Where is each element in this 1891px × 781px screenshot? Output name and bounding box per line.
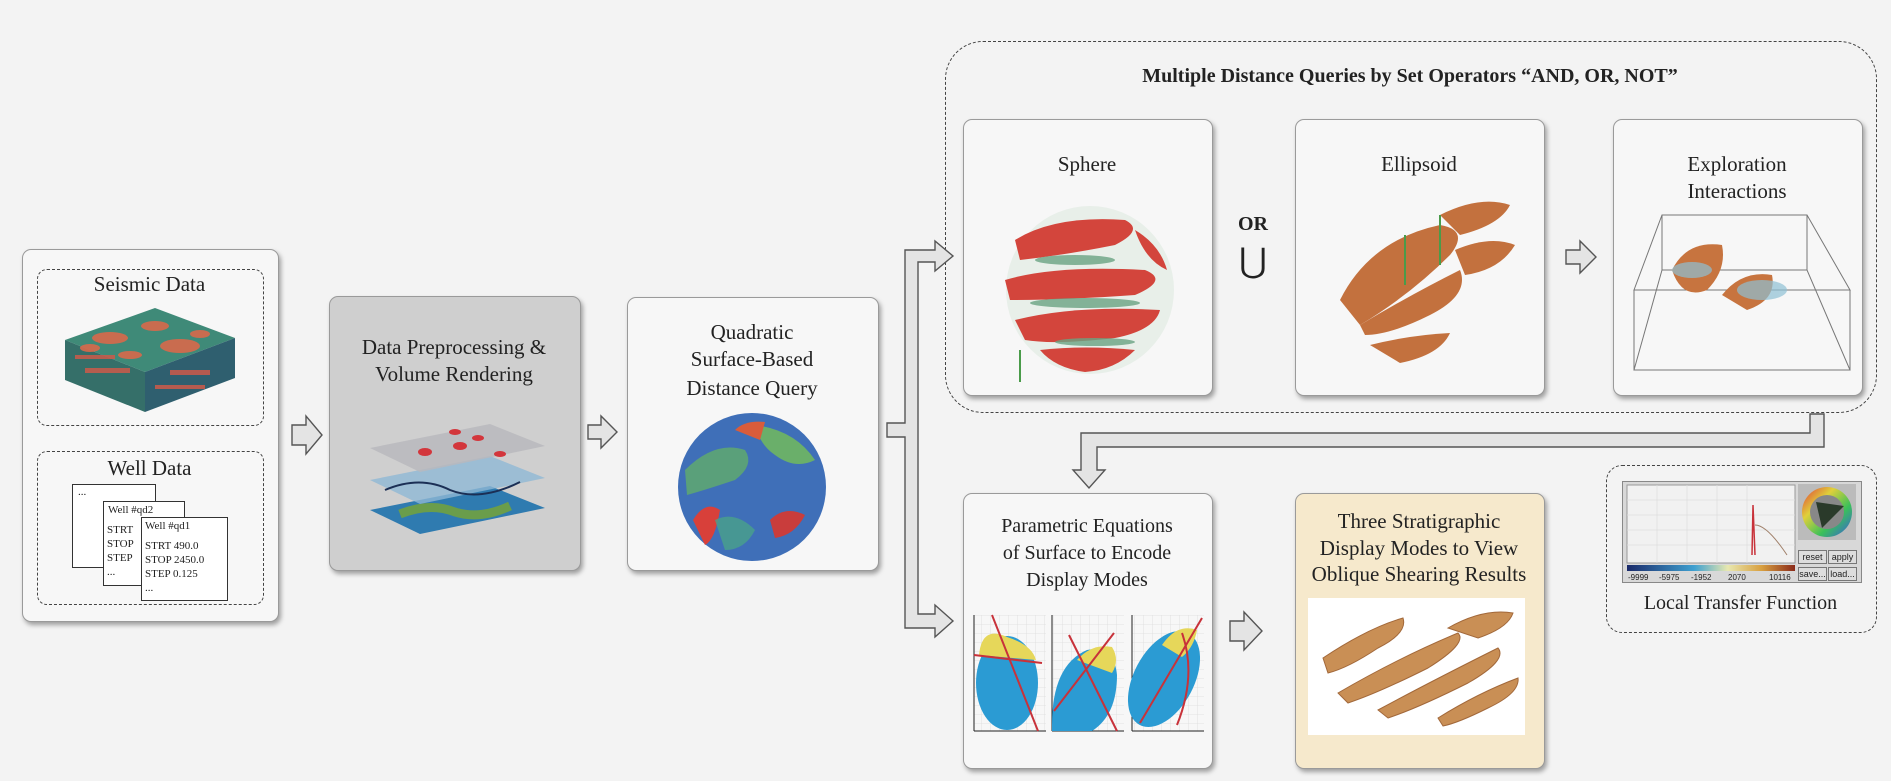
strat-title-1: Three Stratigraphic <box>1337 509 1501 533</box>
well-doc-mid-line-3: ... <box>107 566 116 578</box>
well-doc-mid-line-0: STRT <box>107 524 134 536</box>
well-doc-back-text: ... <box>78 486 87 498</box>
well-doc-front <box>141 517 228 601</box>
color-wheel[interactable] <box>1798 484 1856 540</box>
union-symbol: ⋃ <box>1239 243 1267 280</box>
well-section <box>37 451 264 605</box>
quadric-title-2: Surface-Based <box>690 347 814 371</box>
exploration-box-image <box>1633 214 1851 371</box>
well-doc-front-line-1: STOP 2450.0 <box>145 554 205 566</box>
well-doc-front-line-0: STRT 490.0 <box>145 540 199 552</box>
ltf-tick-1: -5975 <box>1659 573 1680 582</box>
multi-query-title: Multiple Distance Queries by Set Operato… <box>1142 65 1678 87</box>
sphere-query-image <box>1005 206 1174 382</box>
parametric-title-1: Parametric Equations <box>1001 515 1173 537</box>
well-doc-front-line-2: STEP 0.125 <box>145 568 198 580</box>
or-label: OR <box>1238 213 1268 235</box>
sphere-title: Sphere <box>1057 152 1117 176</box>
well-doc-front-title: Well #qd1 <box>145 520 191 532</box>
parametric-title-2: of Surface to Encode <box>1002 542 1172 564</box>
well-doc-mid-title: Well #qd2 <box>108 504 154 516</box>
preprocess-title-2: Volume Rendering <box>375 362 533 386</box>
well-doc-mid-line-2: STEP <box>107 552 133 564</box>
well-doc-front-line-3: ... <box>145 582 154 594</box>
reset-button[interactable]: reset <box>1798 550 1827 564</box>
ltf-tick-3: 2070 <box>1728 573 1746 582</box>
ltf-tick-2: -1952 <box>1691 573 1712 582</box>
well-title: Well Data <box>107 456 192 480</box>
preprocess-title-1: Data Preprocessing & <box>361 335 547 359</box>
quadric-sphere-image <box>678 413 826 561</box>
save-button[interactable]: save... <box>1798 567 1827 581</box>
ltf-group <box>1606 465 1877 633</box>
exploration-card <box>1613 119 1863 396</box>
display-mode-plots <box>973 614 1204 732</box>
ltf-tick-0: -9999 <box>1628 573 1649 582</box>
seismic-title: Seismic Data <box>93 272 206 296</box>
ltf-histogram[interactable] <box>1626 484 1796 575</box>
parametric-title-3: Display Modes <box>1026 569 1148 591</box>
ellipsoid-query-image <box>1340 201 1515 363</box>
quadric-title-1: Quadratic <box>710 320 794 344</box>
exploration-title-2: Interactions <box>1687 179 1787 203</box>
load-button[interactable]: load... <box>1828 567 1857 581</box>
exploration-title-1: Exploration <box>1687 152 1787 176</box>
ellipsoid-title: Ellipsoid <box>1381 152 1457 176</box>
strat-title-3: Oblique Shearing Results <box>1311 562 1527 586</box>
ltf-title: Local Transfer Function <box>1643 592 1838 614</box>
seismic-section <box>37 269 264 426</box>
volume-layers-image <box>370 424 545 534</box>
strat-title-2: Display Modes to View <box>1319 536 1519 560</box>
well-doc-mid-line-1: STOP <box>107 538 134 550</box>
seismic-volume-image <box>65 308 235 412</box>
apply-button[interactable]: apply <box>1828 550 1857 564</box>
ltf-tick-4: 10116 <box>1769 573 1791 582</box>
strat-shearing-image <box>1322 611 1519 727</box>
multi-query-group <box>945 41 1877 413</box>
quadric-title-3: Distance Query <box>686 376 818 400</box>
